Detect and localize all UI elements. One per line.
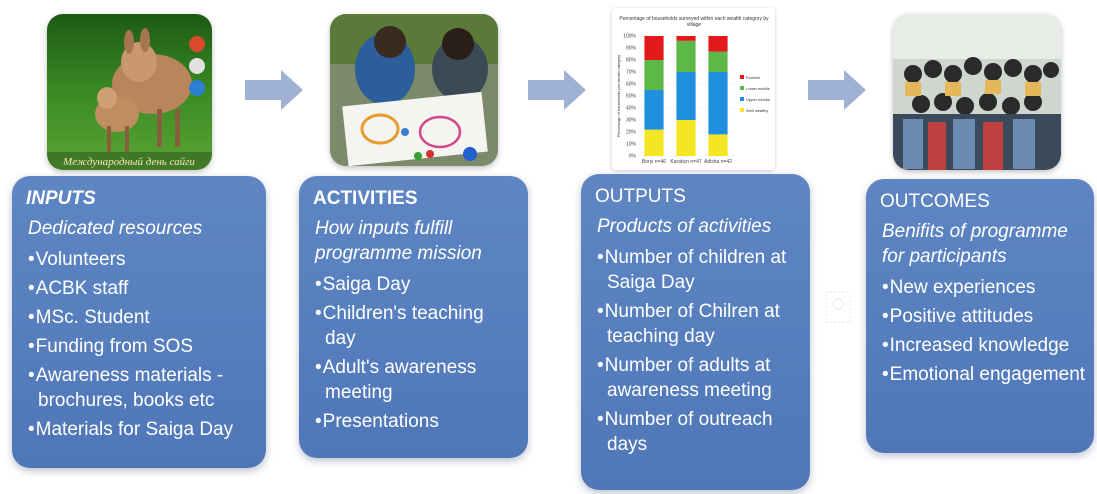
activities-box: ACTIVITIES How inputs fulfill programme … xyxy=(299,176,528,458)
outputs-box: OUTPUTS Products of activities Number of… xyxy=(581,174,810,490)
x-tick-label: Adisha n=42 xyxy=(704,159,732,165)
outcomes-list: New experiences Positive attitudes Incre… xyxy=(880,275,1088,387)
bar-segment xyxy=(644,129,664,156)
inputs-list: Volunteers ACBK staff MSc. Student Fundi… xyxy=(26,247,254,442)
arrow-right-icon xyxy=(528,70,588,110)
activities-list: Saiga Day Children's teaching day Adult'… xyxy=(313,272,516,434)
list-item: Children's teaching day xyxy=(313,301,516,351)
list-item: MSc. Student xyxy=(26,305,254,330)
chart-title: Percentage of households surveyed within… xyxy=(619,16,769,22)
bar-segment xyxy=(708,51,728,72)
outcomes-title: OUTCOMES xyxy=(880,191,990,212)
list-item: Saiga Day xyxy=(313,272,516,297)
list-item: Positive attitudes xyxy=(880,304,1088,329)
list-item: Materials for Saiga Day xyxy=(26,417,254,442)
y-tick-label: 100% xyxy=(623,34,636,40)
list-item: Awareness materials - brochures, books e… xyxy=(26,363,254,413)
activities-title: ACTIVITIES xyxy=(313,188,418,209)
list-item: Presentations xyxy=(313,409,516,434)
legend-swatch xyxy=(740,97,744,101)
list-item: Number of Chilren at teaching day xyxy=(595,299,798,349)
bar-segment xyxy=(644,60,664,90)
outcomes-box: OUTCOMES Benifits of programme for parti… xyxy=(866,179,1094,453)
bar-segment xyxy=(708,72,728,135)
list-item: Number of children at Saiga Day xyxy=(595,245,798,295)
group-children-photo xyxy=(893,14,1061,170)
y-tick-label: 10% xyxy=(626,142,637,148)
outputs-title: OUTPUTS xyxy=(595,186,686,207)
outputs-list: Number of children at Saiga Day Number o… xyxy=(595,245,798,457)
poster-caption: Международный день сайги xyxy=(62,156,195,168)
legend-label: Lower middle xyxy=(746,86,771,91)
wealth-category-chart: Percentage of households surveyed within… xyxy=(612,8,775,170)
y-tick-label: 0% xyxy=(629,154,637,160)
legend-swatch xyxy=(740,75,744,79)
list-item: New experiences xyxy=(880,275,1088,300)
y-tick-label: 90% xyxy=(626,46,637,52)
y-tick-label: 30% xyxy=(626,118,637,124)
bar-segment xyxy=(676,120,696,156)
list-item: Funding from SOS xyxy=(26,334,254,359)
arrow-right-icon xyxy=(245,70,305,110)
chart-title-line: village xyxy=(687,22,701,28)
inputs-title: INPUTS xyxy=(26,188,96,209)
list-item: ACBK staff xyxy=(26,276,254,301)
saiga-poster-image: Международный день сайги xyxy=(47,14,212,170)
outputs-subtitle: Products of activities xyxy=(597,216,772,237)
list-item: Increased knowledge xyxy=(880,333,1088,358)
list-item: Number of outreach days xyxy=(595,407,798,457)
y-tick-label: 60% xyxy=(626,82,637,88)
activities-subtitle: How inputs fulfill programme mission xyxy=(315,218,482,264)
x-tick-label: Karabyn n=47 xyxy=(670,159,701,165)
y-tick-label: 50% xyxy=(626,94,637,100)
x-tick-label: Boryi n=46 xyxy=(642,159,666,165)
bar-segment xyxy=(676,36,696,41)
list-item: Volunteers xyxy=(26,247,254,272)
legend-label: Upper middle xyxy=(746,97,771,102)
watermark-icon xyxy=(825,291,851,323)
y-tick-label: 40% xyxy=(626,106,637,112)
y-axis-label: Percentage of households per wealth cate… xyxy=(616,55,621,138)
outcomes-subtitle: Benifits of programme for participants xyxy=(882,221,1068,267)
legend-label: Poorest xyxy=(746,75,761,80)
legend-label: Well wealthy xyxy=(746,108,768,113)
bar-segment xyxy=(644,36,664,60)
list-item: Number of adults at awareness meeting xyxy=(595,353,798,403)
y-tick-label: 80% xyxy=(626,58,637,64)
bar-segment xyxy=(708,36,728,52)
legend-swatch xyxy=(740,108,744,112)
legend-swatch xyxy=(740,86,744,90)
y-tick-label: 20% xyxy=(626,130,637,136)
bar-segment xyxy=(644,90,664,130)
arrow-right-icon xyxy=(808,70,868,110)
bar-segment xyxy=(676,72,696,120)
inputs-box: INPUTS Dedicated resources Volunteers AC… xyxy=(12,176,266,468)
inputs-subtitle: Dedicated resources xyxy=(28,218,203,239)
y-tick-label: 70% xyxy=(626,70,637,76)
bar-segment xyxy=(708,134,728,156)
list-item: Emotional engagement xyxy=(880,362,1088,387)
list-item: Adult's awareness meeting xyxy=(313,355,516,405)
bar-segment xyxy=(676,40,696,72)
children-painting-photo xyxy=(330,14,498,166)
